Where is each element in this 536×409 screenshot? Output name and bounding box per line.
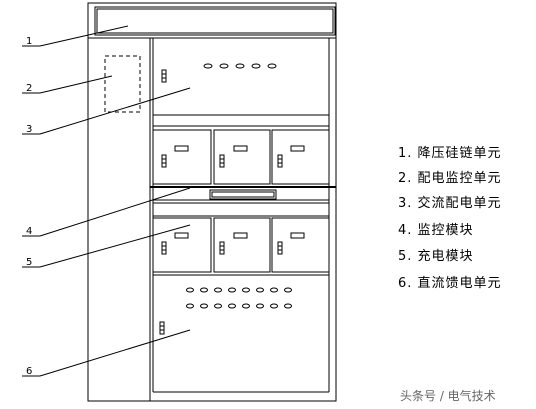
leader-line-4 [22, 187, 191, 237]
ac-section-handle [161, 69, 167, 83]
leader-line-6 [22, 329, 191, 377]
callout-2: 2 [26, 83, 32, 94]
legend-item-4: 4. 监控模块 [398, 223, 474, 238]
callout-6: 6 [26, 366, 32, 377]
leader-line-1 [22, 25, 129, 47]
callout-5: 5 [26, 257, 32, 268]
module-row-2 [152, 217, 330, 273]
callout-3: 3 [26, 124, 32, 135]
callout-4: 4 [26, 226, 32, 237]
dc-indicator-lights-row-1 [186, 287, 292, 293]
module-row-1 [152, 129, 330, 185]
callout-1: 1 [26, 36, 32, 47]
dc-section-handle [159, 321, 165, 335]
legend-item-5: 5. 充电模块 [398, 248, 474, 264]
top-panel-outer [94, 6, 336, 36]
legend-item-2: 2. 配电监控单元 [398, 171, 502, 186]
cabinet-outer-frame [87, 2, 337, 402]
monitor-display-inner [211, 191, 275, 198]
top-panel-inner [96, 8, 334, 34]
watermark: 头条号 / 电气技术 [400, 388, 496, 403]
dc-indicator-lights-row-2 [186, 303, 292, 309]
ac-indicator-lights [203, 63, 277, 69]
legend-item-1: 1. 降压硅链单元 [398, 146, 502, 161]
leader-line-3 [22, 87, 191, 135]
control-unit-dashed-box [104, 55, 141, 113]
leader-line-2 [22, 75, 113, 94]
leader-line-5 [22, 224, 191, 268]
legend-item-6: 6. 直流馈电单元 [398, 276, 502, 291]
monitor-display-outer [209, 189, 277, 200]
legend-item-3: 3. 交流配电单元 [398, 195, 502, 211]
